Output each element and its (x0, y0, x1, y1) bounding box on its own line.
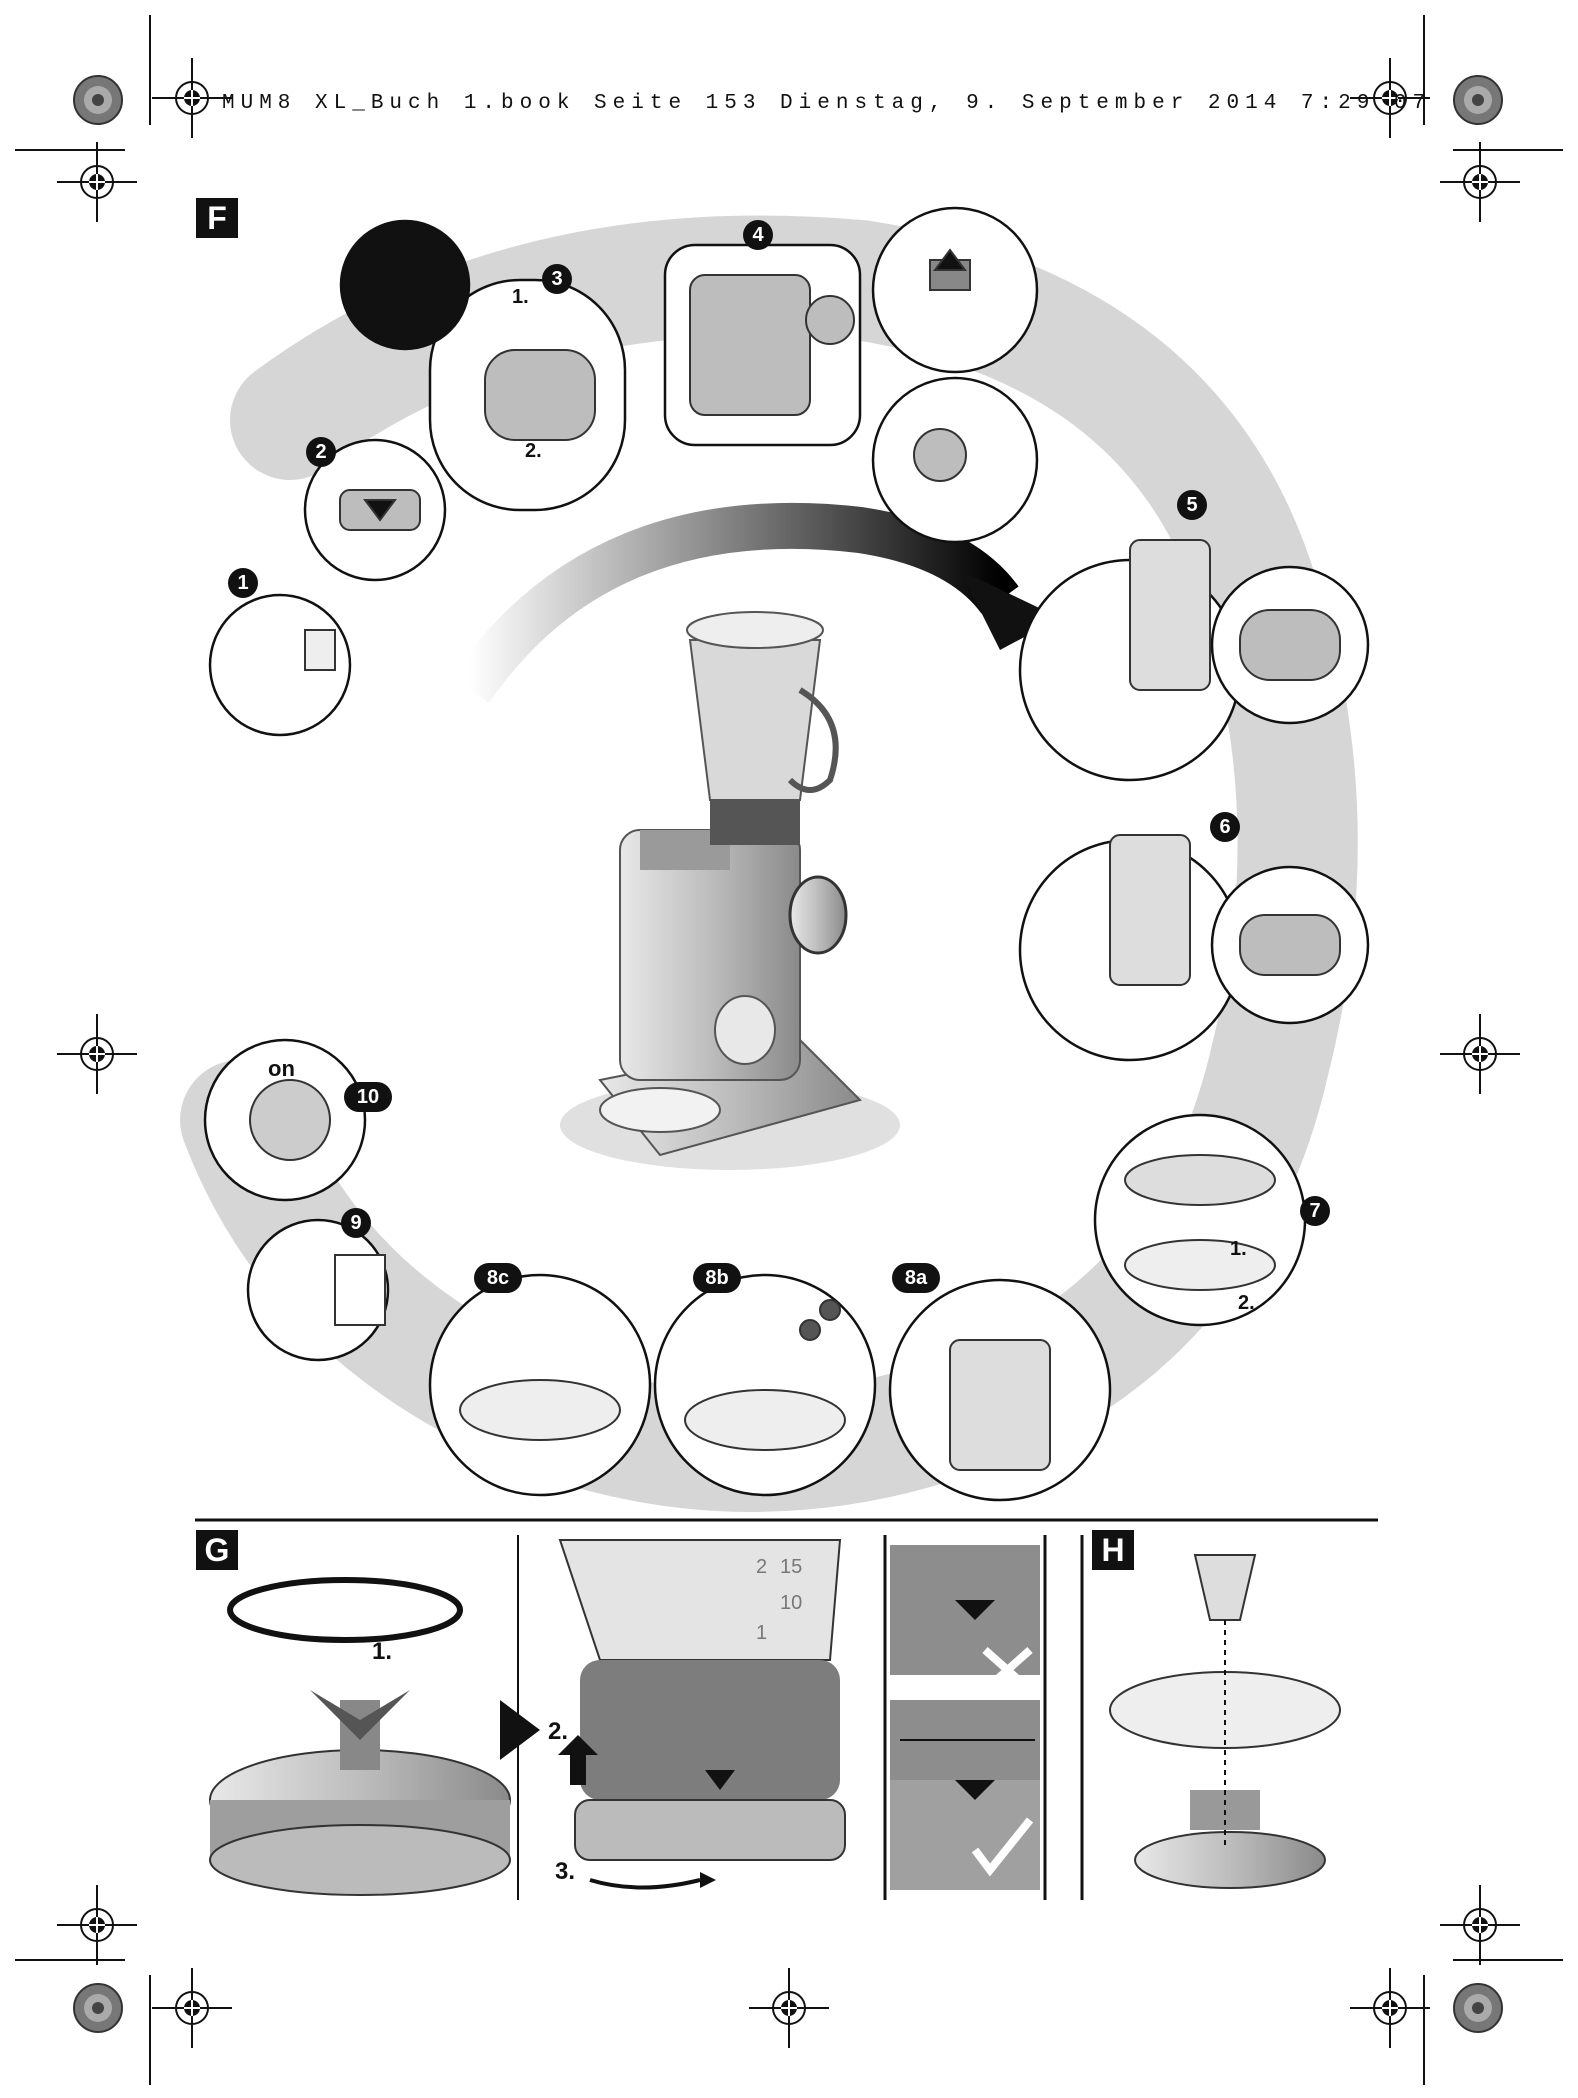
jug-scale-2: 2 (756, 1556, 768, 1578)
direction-arrow (451, 502, 1019, 704)
step-8a-number: 8a (892, 1263, 940, 1293)
step-2-number: 2 (306, 437, 336, 467)
jug-scale-15: 15 (780, 1556, 803, 1578)
crop-marks (15, 15, 1563, 2085)
step-7-circle (1093, 1113, 1307, 1327)
step-8b-number: 8b (693, 1263, 741, 1293)
step7-label-2: 2. (1238, 1292, 1255, 1314)
step-7-number: 7 (1300, 1196, 1330, 1226)
appliance-main (560, 611, 900, 1170)
step-4-number: 4 (743, 220, 773, 250)
step-illustrations (249, 248, 1341, 1471)
section-g-badge: G (196, 1530, 238, 1570)
step-8b-circle (653, 1273, 877, 1497)
section-h-badge: H (1092, 1530, 1134, 1570)
step-9-number: 9 (341, 1208, 371, 1238)
on-label: on (268, 1056, 295, 1081)
step3-label-1: 1. (512, 286, 529, 308)
step-1-number: 1 (228, 568, 258, 598)
g-middle-illustration (500, 1539, 846, 1890)
step3-label-2: 2. (525, 440, 542, 462)
step-8c-number: 8c (474, 1263, 522, 1293)
h-illustration (1109, 1554, 1341, 1889)
g-label-1: 1. (372, 1638, 393, 1665)
step-3-inset (339, 219, 471, 351)
g-label-3: 3. (555, 1858, 576, 1885)
section-f-badge: F (196, 198, 238, 238)
step-3-number: 3 (542, 264, 572, 294)
step7-label-1: 1. (1230, 1238, 1247, 1260)
jug-scale-1: 1 (756, 1622, 768, 1644)
step-5-number: 5 (1177, 490, 1207, 520)
step-10-number: 10 (344, 1082, 392, 1112)
g-left-illustration (209, 1577, 511, 1896)
cross-mark (982, 1647, 1033, 1693)
check-mark (971, 1817, 1034, 1877)
jug-scale-10: 10 (780, 1592, 803, 1614)
file-header-text: MUM8 XL_Buch 1.book Seite 153 Dienstag, … (222, 92, 1432, 115)
step-6-number: 6 (1210, 812, 1240, 842)
g-label-2: 2. (548, 1718, 569, 1745)
g-right-illustration (890, 1545, 1040, 1890)
